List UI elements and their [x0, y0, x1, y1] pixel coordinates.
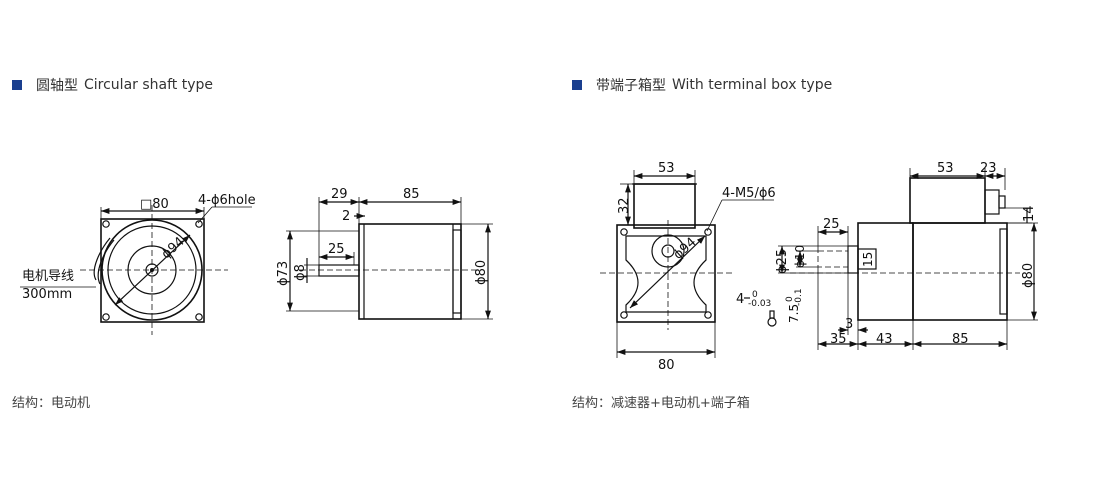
square-size-label: □80	[140, 197, 169, 212]
terminal-box-front	[633, 183, 696, 229]
key-depth: 7.5	[787, 304, 801, 323]
dia-73: ϕ73	[276, 261, 291, 286]
dim-85: 85	[403, 187, 420, 202]
motor-body	[912, 222, 1008, 321]
dim-25: 25	[823, 217, 840, 232]
leader-line	[706, 199, 723, 232]
right-front-view: ϕ94 53 32 4-M5/ϕ6 80 4 0 -0.03 7.5 0 -0.…	[600, 161, 804, 373]
holes-label: 4-ϕ6hole	[198, 193, 256, 208]
dim-32: 32	[617, 197, 632, 214]
dia-8: ϕ8	[293, 264, 308, 281]
cable-gland	[984, 189, 1000, 215]
dim-box-15	[857, 248, 877, 270]
dim-23: 23	[980, 161, 997, 176]
right-side-view: 53 23 14 25 ϕ25 ϕ10 15 3 35	[775, 161, 1038, 350]
output-shaft	[817, 250, 849, 268]
end-cap	[999, 228, 1008, 315]
lead-label: 电机导线	[22, 269, 74, 284]
dia-10: ϕ10	[793, 245, 807, 268]
lead-wire	[93, 237, 111, 281]
dia-80: ϕ80	[474, 260, 489, 285]
key-section-circle	[767, 317, 777, 327]
structure-caption-left: 结构：电动机	[12, 396, 91, 411]
section-heading-circular-shaft: 圆轴型 Circular shaft type	[12, 75, 213, 95]
key-tol-upper: 0	[752, 290, 758, 300]
mount-hole	[195, 313, 203, 321]
dia-25: ϕ25	[775, 249, 790, 274]
bolt-circle-dim-line	[629, 235, 706, 309]
dia-80: ϕ80	[1021, 263, 1036, 288]
mount-hole	[195, 220, 203, 228]
dim-14: 14	[1022, 205, 1037, 222]
key-label: 4	[736, 292, 744, 307]
heading-en: Circular shaft type	[84, 77, 214, 93]
mount-hole	[620, 228, 628, 236]
dim-25: 25	[328, 242, 345, 257]
holes-label: 4-M5/ϕ6	[722, 186, 776, 201]
heading-en: With terminal box type	[672, 77, 833, 93]
lead-length-label: 300mm	[22, 287, 72, 302]
end-cap	[452, 229, 462, 314]
heading-cn: 带端子箱型	[596, 78, 666, 94]
dim-85: 85	[952, 332, 969, 347]
key-depth-upper: 0	[785, 296, 795, 302]
dim-3: 3	[845, 317, 853, 332]
mount-hole	[620, 311, 628, 319]
square-bullet-icon	[572, 80, 582, 90]
dim-29: 29	[331, 187, 348, 202]
key-tol-lower: -0.03	[748, 299, 771, 309]
left-front-view: ϕ94 □80 4-ϕ6hole 电机导线 300mm	[20, 193, 256, 335]
terminal-box-side	[909, 177, 986, 224]
key-section-key	[769, 310, 775, 319]
gearhead-body	[857, 222, 914, 321]
motor-body	[358, 223, 462, 320]
mount-hole	[102, 313, 110, 321]
boss	[847, 245, 859, 274]
motor-square-flange	[100, 218, 205, 323]
dim-43: 43	[876, 332, 893, 347]
gearhead-square-flange	[616, 224, 716, 323]
leader-line	[197, 206, 213, 224]
heading-cn: 圆轴型	[36, 78, 78, 94]
section-heading-terminal-box: 带端子箱型 With terminal box type	[572, 75, 832, 95]
structure-caption-right: 结构：减速器+电动机+端子箱	[572, 396, 750, 411]
dim-80: 80	[658, 358, 675, 373]
dim-15: 15	[861, 252, 875, 267]
lead-wire	[97, 239, 115, 285]
square-bullet-icon	[12, 80, 22, 90]
mount-hole	[704, 311, 712, 319]
dim-53-front: 53	[658, 161, 675, 176]
dim-35: 35	[830, 332, 847, 347]
bolt-circle-label: ϕ94	[671, 235, 700, 263]
cable-gland-tip	[998, 195, 1006, 209]
key-depth-lower: -0.1	[794, 288, 804, 306]
mount-hole	[102, 220, 110, 228]
bolt-circle-dim-line	[114, 234, 191, 306]
dim-2: 2	[342, 209, 350, 224]
left-side-view: 29 85 2 25 ϕ73 ϕ8 ϕ80	[276, 187, 493, 320]
dim-53-side: 53	[937, 161, 954, 176]
output-shaft	[318, 264, 360, 277]
